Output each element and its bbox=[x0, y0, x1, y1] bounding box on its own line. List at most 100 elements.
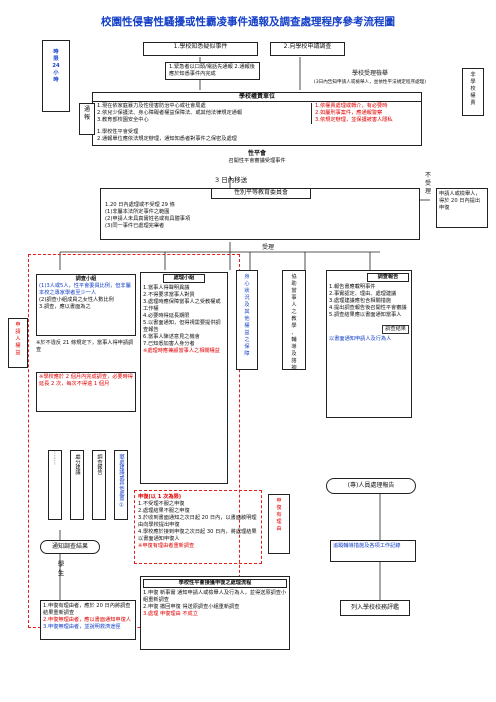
follow-up-box: 追蹤輔導措施及各項工作記錄 bbox=[330, 540, 416, 562]
report-right-line: 1.依權責處理或轉介，有必要時 bbox=[315, 103, 388, 109]
small-col-dots: ‥‥‥‥ bbox=[48, 450, 62, 520]
rights-protection-label: 身 心 狀 況 及 其 他 權 益 之 保 障 bbox=[244, 274, 250, 358]
rights-protection-col: 身 心 狀 況 及 其 他 權 益 之 保 障 bbox=[236, 270, 258, 370]
report-note-box: 1.緊急者以口頭/電話先通報 2.通報後應於知悉事件內完成 bbox=[165, 62, 260, 80]
page-title: 校園性侵害性騷擾或性霸凌事件通報及調查處理程序參考流程圖 bbox=[101, 16, 395, 28]
meeting-line: 1.20 日內處理或不受理 29 條 bbox=[105, 202, 175, 208]
gender-committee-sub: 召開性平會審議受理事件 bbox=[228, 158, 286, 164]
process-line: 7.已知悉加害人身分者 bbox=[143, 341, 195, 348]
report-line: 4.提出調查報告後召開性平會審議 bbox=[329, 305, 407, 312]
report-line: 3.處理建議應包含相關措施 bbox=[329, 298, 392, 305]
report-below-list: 1.學校性平會受理 2.通報單位應依法規定辦理，通知知悉者對事件之保密及處理 bbox=[97, 129, 307, 143]
appeal-rights-box: 申請人或檢舉人，得於 20 日內提出申復 bbox=[436, 188, 488, 228]
investigation-notes: ※於不違反 21 條規定下，當事人得申請調查 bbox=[36, 340, 138, 354]
meeting-line: (1)非屬本法所定事件之範圍 bbox=[105, 209, 170, 216]
report-line: 3.教育部校園安全中心 bbox=[97, 117, 149, 124]
appeal-process-box: 學校性平會接獲申復之處理流程 1.申復 新事實 通知申請人或檢舉人及行為人，並得… bbox=[140, 576, 290, 650]
investigation-box: 調查小組 (1)3人或5人，性平會委員比例，但非屬本校之專家學者至少一人 (2)… bbox=[36, 274, 136, 336]
small-col-1-label: 處分建議 bbox=[74, 454, 81, 475]
investigation-line: 3.調查，應以書面為之 bbox=[39, 304, 91, 311]
investigation-line: (1)3人或5人，性平會委員比例，但非屬本校之專家學者至少一人 bbox=[39, 283, 131, 297]
meeting-line: (2)申請人未具真實姓名或有具體事項 bbox=[105, 216, 191, 223]
appeal-process-title: 學校性平會接獲申復之處理流程 bbox=[143, 579, 287, 589]
appeal-result-line: 3.申復無理由者，並說明救濟途徑 bbox=[43, 624, 121, 631]
report-below-line: 2.通報單位應依法規定辦理，通知知悉者對事件之保密及處理 bbox=[97, 136, 237, 143]
investigation-deadline-box: ※學校應於 2 個月內完成調查，必要時得延長 2 次，每次不得逾 1 個月 bbox=[36, 372, 136, 412]
appeal-line: 4.學校應於接到申復之次日起 30 日內，將處理結果以書面通知申復人 bbox=[138, 529, 257, 543]
process-line: 2.不得要求當事人對質 bbox=[143, 292, 195, 299]
report-below-line: 1.學校性平會受理 bbox=[97, 129, 139, 135]
result-tail: 以書面通知申請人及行為人 bbox=[329, 336, 392, 343]
small-col-3: 懲處建議或其他處置 ① bbox=[114, 450, 128, 520]
appeal-process-line: 1.申復 新事實 通知申請人或檢舉人及行為人，並得送原調查小組重新調查 bbox=[143, 590, 287, 604]
time-limit-24h: 時 限 24 小 時 bbox=[42, 40, 70, 112]
school-evaluation-box: 列入學校校務評鑑 bbox=[340, 600, 410, 616]
accept-label: 受理 bbox=[262, 244, 275, 251]
report-line: 2.事實認定、理由、處理建議 bbox=[329, 291, 397, 298]
meeting-list: 1.20 日內處理或不受理 29 條 (1)非屬本法所定事件之範圍 (2)申請人… bbox=[105, 202, 405, 230]
investigation-line: (2)調查小組成員之女性人數比例 bbox=[39, 297, 114, 304]
appeal-result-box: 1.申復有理由者，應於 20 日內將調查結果重新調查 2.申復無理由者，應以書面… bbox=[40, 600, 136, 640]
school-accept-label: 學校受理檢舉 bbox=[351, 70, 388, 77]
appeal-region bbox=[134, 490, 262, 564]
process-line: 6.當事人陳述意見之機會 bbox=[143, 334, 200, 341]
apply-investigation-box: 2.向學校申請調查 bbox=[270, 42, 345, 56]
appeal-reason-side: 申 復 有 理 由 bbox=[268, 494, 290, 554]
investigation-deadline: ※學校應於 2 個月內完成調查，必要時得延長 2 次，每次不得逾 1 個月 bbox=[39, 374, 133, 388]
report-right-line: 2.如屬刑事案件，應通報警察 bbox=[315, 110, 383, 117]
report-line: 2.依兒少保護法、身心障礙者權益保障法、或其他法律規定通報 bbox=[97, 110, 243, 117]
result-tag: 調查結果 bbox=[382, 325, 409, 335]
appeal-line: 3.於收到書面通知之次日起 20 日內，以書面敘明理由向學校提出申復 bbox=[138, 515, 257, 529]
gender-meeting-box: 性別平等教育委員會 1.20 日內處理或不受理 29 條 (1)非屬本法所定事件… bbox=[100, 188, 420, 240]
not-accept-label: 不 受 理 bbox=[424, 172, 431, 196]
process-line: ※處理時應兼顧當事人之相關權益 bbox=[143, 348, 220, 355]
investigation-report-box: 調查報告 1.報告書應載明事件 2.事實認定、理由、處理建議 3.處理建議應包含… bbox=[326, 270, 412, 418]
counsel-label: 協 助 當 事 人 之 教 學 、 輔 導 及 諮 詢 bbox=[291, 274, 297, 372]
investigation-note: ※於不違反 21 條規定下，當事人得申請調查 bbox=[36, 340, 134, 354]
report-right-line: 3.依規定辦理，並保護被害人隱私 bbox=[315, 117, 393, 124]
report-badge-label: 通報 bbox=[83, 106, 90, 122]
non-school-box: 非 學 校 權 責 bbox=[462, 68, 484, 116]
small-col-2: 調查報告 bbox=[92, 450, 106, 520]
school-know-box: 1.學校知悉疑似事件 bbox=[143, 42, 258, 56]
small-col-3-label: 懲處建議或其他處置 ① bbox=[118, 454, 125, 509]
process-line: 3.處理時應保障當事人之受教權或工作權 bbox=[143, 299, 221, 313]
three-days-label: 3 日內移送 bbox=[215, 176, 248, 184]
process-line: 5.以書面通知，但得視需要提供調查報告 bbox=[143, 320, 221, 334]
report-line: 1.報告書應載明事件 bbox=[329, 284, 376, 291]
gender-committee-label: 性平會 bbox=[247, 150, 266, 157]
small-col-1: 處分建議 bbox=[70, 450, 84, 520]
gender-meeting-title: 性別平等教育委員會 bbox=[211, 188, 311, 199]
meeting-line: (3)同一事件已處理完畢者 bbox=[105, 223, 165, 230]
applicant-rights-side: 申 請 人 權 益 bbox=[8, 318, 28, 368]
appeal-line: 1.不受理不服之申復 bbox=[138, 501, 185, 508]
appeal-box: 申復(以 1 次為限) 1.不受理不服之申復 2.處理結果不服之申復 3.於收到… bbox=[138, 494, 258, 550]
applicant-rights-label: 申 請 人 權 益 bbox=[15, 322, 21, 357]
investigation-title: 調查小組 bbox=[75, 276, 97, 282]
time-limit-label: 時 限 24 小 時 bbox=[52, 49, 60, 84]
appeal-result-line: 2.申復無理由者，應以書面通知申復人 bbox=[43, 617, 131, 624]
report-center-title: 學校權責單位 bbox=[93, 93, 421, 103]
notify-result-pill: 通知調查結果 bbox=[40, 540, 100, 554]
appeal-result-line: 1.申復有理由者，應於 20 日內將調查結果重新調查 bbox=[43, 603, 131, 617]
appeal-line: ※申復有理由者重新調查 bbox=[138, 543, 195, 550]
school-accept-note: (3日內告知申請人或檢舉人，並依性平法規定程序處理) bbox=[313, 80, 427, 85]
counsel-col: 協 助 當 事 人 之 教 學 、 輔 導 及 諮 詢 bbox=[282, 270, 306, 372]
report-center-list: 1.現在依家庭暴力及性侵害防治中心或社會局處 2.依兒少保護法、身心障礙者權益保… bbox=[97, 103, 297, 124]
appeal-line: 2.處理結果不服之申復 bbox=[138, 508, 190, 515]
report-pill: (專)人員處理報告 bbox=[326, 478, 416, 494]
small-col-2-label: 調查報告 bbox=[96, 454, 103, 475]
non-school-label: 非 學 校 權 責 bbox=[470, 72, 476, 107]
report-center-box: 學校權責單位 通報 1.現在依家庭暴力及性侵害防治中心或社會局處 2.依兒少保護… bbox=[79, 92, 423, 146]
process-group-box: 處理小組 1.當事人得聲明異議 2.不得要求當事人對質 3.處理時應保障當事人之… bbox=[140, 272, 228, 484]
report-line: 1.現在依家庭暴力及性侵害防治中心或社會局處 bbox=[97, 103, 206, 109]
small-col-dots-label: ‥‥‥‥ bbox=[52, 451, 59, 465]
report-line: 5.調查結果應以書面通知當事人 bbox=[329, 312, 402, 319]
process-line: 4.必要時得延長期限 bbox=[143, 313, 190, 320]
appeal-process-line: 3.處理 申復理由 不成立 bbox=[143, 611, 198, 618]
report-right-list: 1.依權責處理或轉介，有必要時 2.如屬刑事案件，應通報警察 3.依規定辦理，並… bbox=[311, 103, 423, 125]
appeal-process-line: 2.申復 撤回申復 得送原調查小組重新調查 bbox=[143, 604, 240, 611]
appeal-title: 申復(以 1 次為限) bbox=[138, 494, 182, 500]
report-badge: 通報 bbox=[79, 103, 95, 135]
